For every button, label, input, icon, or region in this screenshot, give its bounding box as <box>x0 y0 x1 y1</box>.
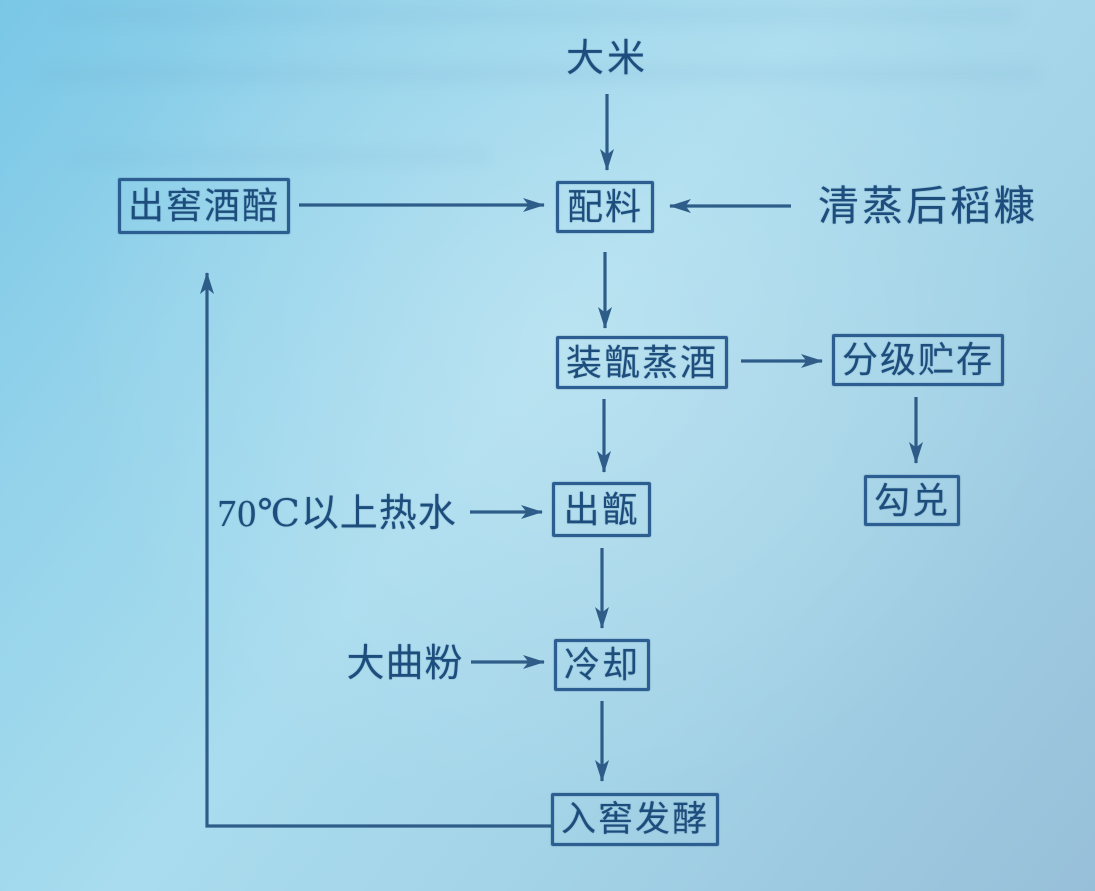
node-blending-label: 勾兑 <box>873 480 950 521</box>
node-load-distill: 装甑蒸酒 <box>556 336 728 389</box>
node-out-steamer-label: 出甑 <box>563 489 640 530</box>
node-pit-grains: 出窖酒醅 <box>118 178 290 234</box>
node-pit-grains-label: 出窖酒醅 <box>127 186 280 226</box>
node-cellar-ferment-label: 入窖发酵 <box>560 800 709 839</box>
node-steamed-husk-label: 清蒸后稻糠 <box>818 182 1038 229</box>
arrow-cellar-ferment-to-pit-grains-loop <box>200 272 551 828</box>
node-load-distill-label: 装甑蒸酒 <box>565 342 718 383</box>
node-mixing: 配料 <box>556 181 654 233</box>
node-graded-storage: 分级贮存 <box>832 334 1004 386</box>
node-mixing-label: 配料 <box>566 187 643 227</box>
node-cooling: 冷却 <box>554 639 650 691</box>
node-hot-water-label: 70℃以上热水 <box>217 493 457 535</box>
node-graded-storage-label: 分级贮存 <box>841 340 994 380</box>
node-hot-water: 70℃以上热水 <box>214 490 460 538</box>
node-daqu-powder-label: 大曲粉 <box>346 643 464 685</box>
node-cooling-label: 冷却 <box>563 645 640 685</box>
node-steamed-husk: 清蒸后稻糠 <box>800 180 1056 232</box>
node-rice-label: 大米 <box>565 38 648 80</box>
node-out-steamer: 出甑 <box>552 482 651 537</box>
node-rice: 大米 <box>548 35 666 83</box>
node-cellar-ferment: 入窖发酵 <box>551 793 719 846</box>
node-blending: 勾兑 <box>864 475 960 526</box>
node-daqu-powder: 大曲粉 <box>342 640 468 688</box>
